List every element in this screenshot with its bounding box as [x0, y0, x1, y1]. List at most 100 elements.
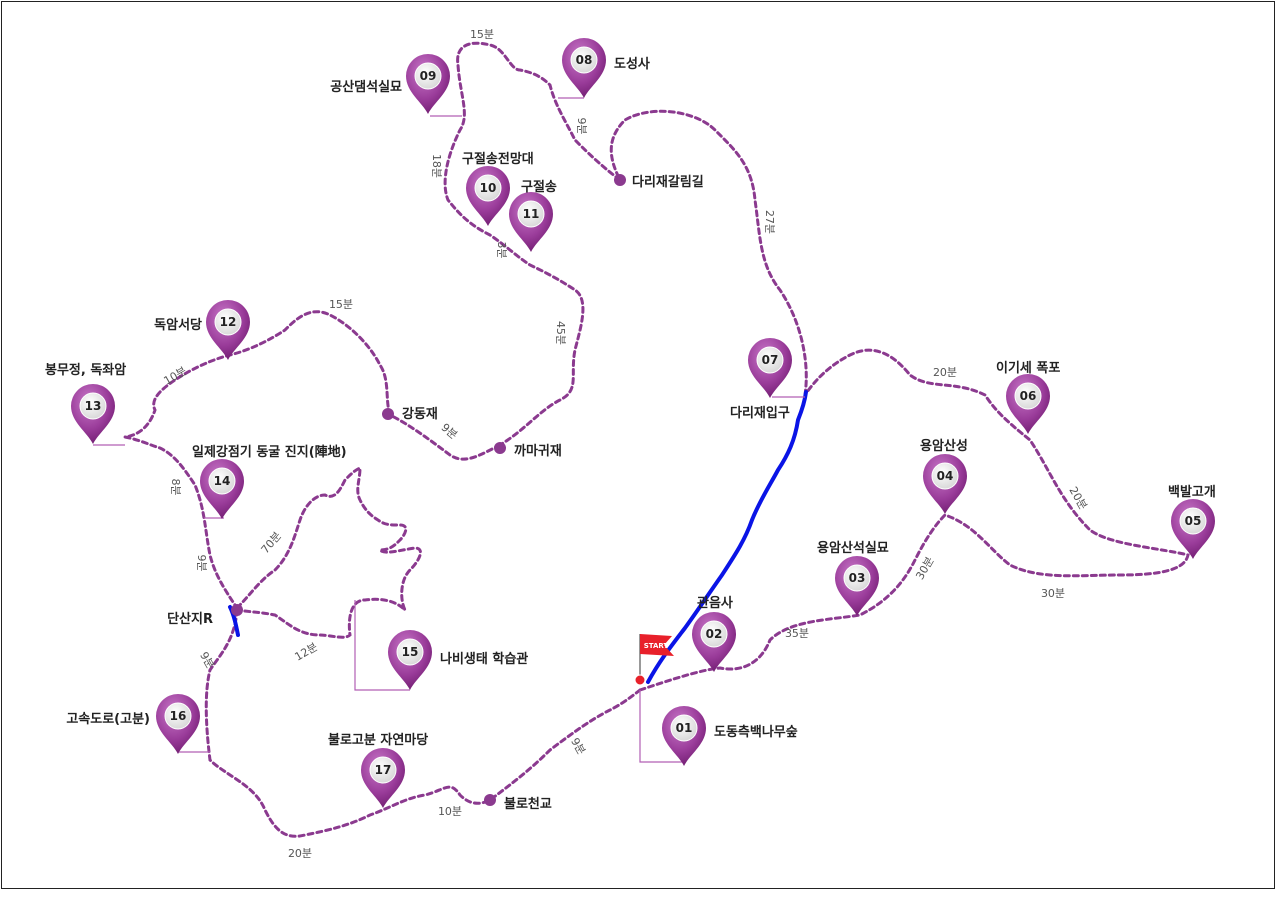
map-pin-label: 일제강점기 동굴 진지(陣地) [192, 444, 347, 460]
map-pin-label: 백발고개 [1168, 484, 1216, 500]
waypoint-dot [614, 174, 626, 186]
map-pin-label: 구절송 [521, 180, 557, 195]
map-pin-label: 고속도로(고분) [66, 712, 150, 727]
map-pin-label: 독암서당 [154, 317, 202, 333]
map-pin-label: 공산댐석실묘 [330, 79, 402, 95]
time-label: 8분 [169, 478, 182, 495]
map-pin-label: 이기세 폭포 [996, 360, 1060, 376]
map-pin-07: 07 다리재입구 [730, 338, 792, 421]
map-pin-09: 09 공산댐석실묘 [330, 54, 450, 114]
waypoint-label: 강동재 [402, 406, 438, 422]
waypoint-dot [484, 794, 496, 806]
time-label: 9분 [195, 554, 208, 571]
map-pin-label: 나비생태 학습관 [440, 651, 528, 667]
waypoint-dot [382, 408, 394, 420]
map-pin-face [570, 46, 598, 74]
map-pin-face [208, 467, 236, 495]
map-pin-number: 16 [170, 709, 187, 723]
map-pin-face [931, 462, 959, 490]
map-pin-label: 다리재입구 [730, 405, 790, 421]
map-pin-number: 17 [375, 763, 392, 777]
time-label: 35분 [785, 627, 809, 640]
highlight-route [228, 390, 808, 684]
map-pin-number: 07 [762, 353, 779, 367]
map-pin-10: 10 구절송전망대 [462, 151, 534, 226]
map-pin-label: 도동측백나무숲 [714, 724, 798, 740]
map-pin-15: 15 나비생태 학습관 [388, 630, 528, 690]
map-pin-number: 12 [220, 315, 237, 329]
leader-lines [93, 97, 805, 763]
start-point [634, 674, 646, 686]
map-pin-face [369, 756, 397, 784]
map-pin-face [1179, 507, 1207, 535]
waypoint-dot [231, 604, 243, 616]
time-label: 9분 [439, 421, 460, 442]
map-pin-face [164, 702, 192, 730]
route-south [204, 608, 642, 838]
highlight-route-main [646, 390, 808, 684]
map-pin-label: 용암산석실묘 [817, 540, 889, 556]
map-pin-number: 09 [420, 69, 437, 83]
start-flag-cloth [640, 634, 674, 656]
time-label: 3분 [495, 241, 508, 258]
time-label: 30분 [913, 555, 936, 582]
map-pin-face [79, 392, 107, 420]
time-label: 18분 [430, 154, 443, 178]
map-pin-number: 08 [576, 53, 593, 67]
time-label: 9분 [197, 650, 217, 671]
map-pin-11: 11 구절송 [509, 180, 557, 252]
highlight-route-short [228, 605, 240, 637]
route-loop [235, 465, 422, 639]
map-pin-face [670, 714, 698, 742]
time-label: 9분 [568, 736, 588, 757]
time-label: 10분 [438, 805, 462, 818]
map-pin-number: 11 [523, 207, 540, 221]
time-label: 9분 [575, 117, 588, 134]
time-label: 20분 [288, 847, 312, 860]
map-pin-number: 15 [402, 645, 419, 659]
start-label: START [644, 642, 669, 650]
time-label: 15분 [329, 298, 353, 311]
waypoint-label: 까마귀재 [514, 443, 562, 459]
route-lines [124, 41, 1190, 838]
time-label: 15분 [470, 28, 494, 41]
map-pin-face [414, 62, 442, 90]
map-pin-face [214, 308, 242, 336]
start-flag: START [634, 634, 674, 686]
map-pin-face [843, 564, 871, 592]
map-pin-label: 구절송전망대 [462, 151, 534, 167]
map-pin-face [1014, 382, 1042, 410]
map-pin-number: 04 [937, 469, 954, 483]
map-pin-label: 불로고분 자연마당 [328, 732, 428, 748]
time-label: 12분 [293, 640, 320, 663]
map-pin-label: 관음사 [697, 595, 733, 611]
map-pin-number: 10 [480, 181, 497, 195]
map-pin-face [756, 346, 784, 374]
route-main-east [638, 348, 1190, 692]
map-pin-06: 06 이기세 폭포 [996, 360, 1060, 434]
map-pin-number: 02 [706, 627, 723, 641]
waypoint-label: 불로천교 [504, 797, 552, 812]
map-pin-number: 06 [1020, 389, 1037, 403]
waypoint-label: 다리재갈림길 [632, 174, 704, 190]
map-pin-number: 13 [85, 399, 102, 413]
map-pin-face [474, 174, 502, 202]
map-pin-12: 12 독암서당 [154, 300, 250, 360]
leader-15 [354, 600, 410, 691]
map-pin-face [517, 200, 545, 228]
map-pin-17: 17 불로고분 자연마당 [328, 732, 428, 808]
time-label: 27분 [763, 210, 776, 234]
time-label: 20분 [933, 366, 957, 379]
time-label: 10분 [162, 364, 189, 387]
time-label: 70분 [259, 529, 284, 556]
time-label: 45분 [554, 321, 567, 345]
waypoint-dot [494, 442, 506, 454]
map-pin-face [396, 638, 424, 666]
